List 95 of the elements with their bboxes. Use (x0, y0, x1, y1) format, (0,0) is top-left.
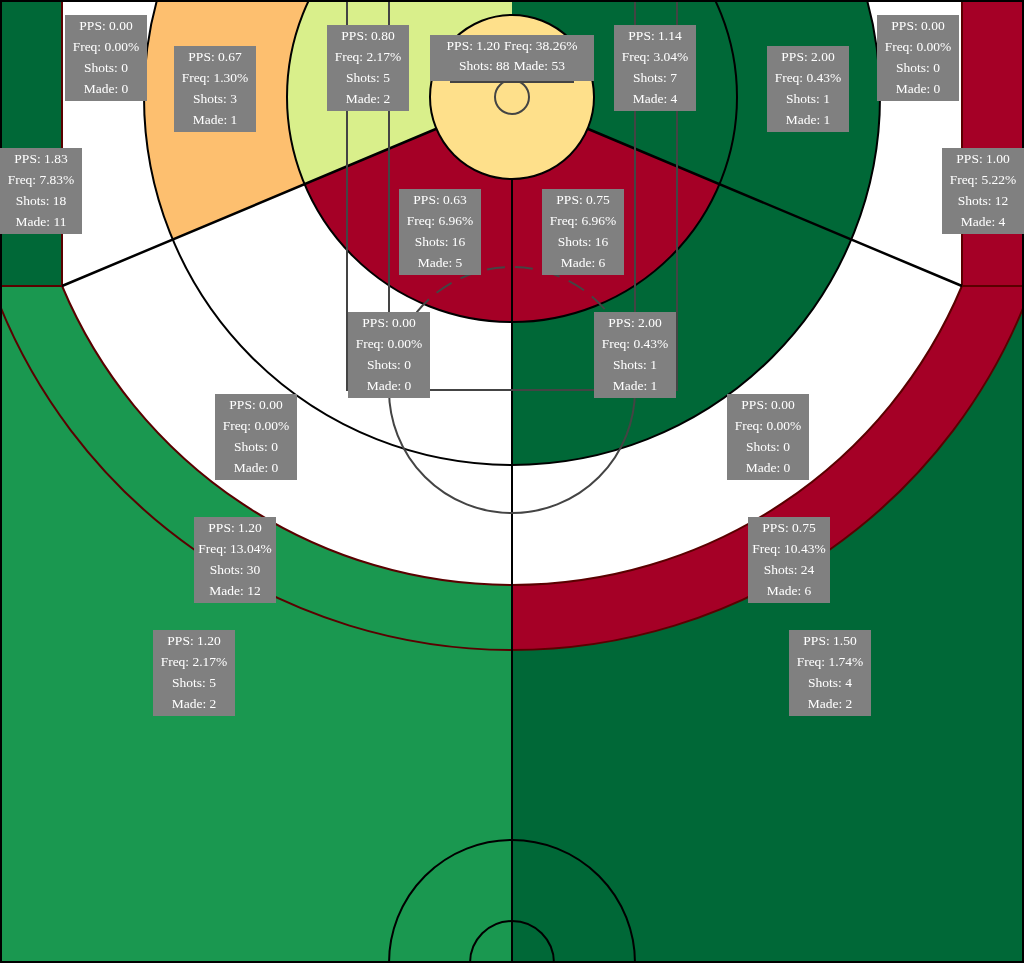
frequency-value: Freq: 0.43% (600, 336, 670, 351)
shots-count: Shots: 16 (413, 234, 467, 249)
pps-value: PPS: 0.00 (228, 397, 284, 412)
made-count: Made: 0 (894, 81, 942, 96)
made-count: Made: 6 (559, 255, 607, 270)
made-count: Made: 6 (765, 583, 813, 598)
shots-count: Shots: 0 (366, 357, 412, 372)
pps-value: PPS: 1.00 (955, 151, 1011, 166)
stat-label-box (0, 148, 82, 234)
frequency-value: Freq: 10.43% (751, 541, 827, 556)
frequency-value: Freq: 1.74% (795, 654, 865, 669)
made-count: Made: 11 (14, 214, 68, 229)
made-count: Made: 2 (170, 696, 218, 711)
made-count: Made: 12 (208, 583, 262, 598)
shots-count: Shots: 1 (785, 91, 831, 106)
made-count: Made: 1 (611, 378, 659, 393)
made-count: Made: 1 (191, 112, 239, 127)
frequency-value: Freq: 2.17% (159, 654, 229, 669)
shots-count: Shots: 24 (762, 562, 816, 577)
stat-label-box (327, 25, 409, 111)
stat-label-box (877, 15, 959, 101)
pps-value: PPS: 1.20 (446, 38, 500, 53)
frequency-value: Freq: 0.00% (733, 418, 803, 433)
shots-count: Shots: 18 (14, 193, 68, 208)
frequency-value: Freq: 38.26% (503, 38, 578, 53)
shots-count: Shots: 3 (192, 91, 238, 106)
made-count: Made: 2 (806, 696, 854, 711)
shots-count: Shots: 7 (632, 70, 678, 85)
stat-label-box (727, 394, 809, 480)
stat-label-box (748, 517, 830, 603)
pps-value: PPS: 0.80 (340, 28, 396, 43)
frequency-value: Freq: 6.96% (405, 213, 475, 228)
pps-value: PPS: 0.00 (78, 18, 134, 33)
pps-value: PPS: 1.20 (207, 520, 263, 535)
shots-count: Shots: 16 (556, 234, 610, 249)
frequency-value: Freq: 1.30% (180, 70, 250, 85)
shots-count: Shots: 12 (956, 193, 1010, 208)
frequency-value: Freq: 0.00% (883, 39, 953, 54)
frequency-value: Freq: 6.96% (548, 213, 618, 228)
pps-value: PPS: 0.00 (740, 397, 796, 412)
stat-label-box (194, 517, 276, 603)
pps-value: PPS: 0.75 (555, 192, 611, 207)
frequency-value: Freq: 0.00% (221, 418, 291, 433)
stat-label-box (789, 630, 871, 716)
pps-value: PPS: 0.00 (890, 18, 946, 33)
stat-label-box (430, 35, 594, 81)
made-count: Made: 0 (82, 81, 130, 96)
pps-value: PPS: 1.83 (13, 151, 69, 166)
made-count: Made: 0 (232, 460, 280, 475)
stat-label-box (348, 312, 430, 398)
shots-count: Shots: 0 (895, 60, 941, 75)
stat-label-box (399, 189, 481, 275)
made-count: Made: 0 (365, 378, 413, 393)
stat-label-box (942, 148, 1024, 234)
shots-count: Shots: 88 (459, 58, 510, 73)
frequency-value: Freq: 7.83% (6, 172, 76, 187)
shots-count: Shots: 5 (345, 70, 391, 85)
frequency-value: Freq: 0.43% (773, 70, 843, 85)
pps-value: PPS: 0.00 (361, 315, 417, 330)
pps-value: PPS: 1.20 (166, 633, 222, 648)
pps-value: PPS: 0.75 (761, 520, 817, 535)
stat-label-box (153, 630, 235, 716)
stat-label-box (594, 312, 676, 398)
made-count: Made: 4 (959, 214, 1007, 229)
made-count: Made: 5 (416, 255, 464, 270)
stat-label-box (542, 189, 624, 275)
stat-label-box (215, 394, 297, 480)
stat-label-box (614, 25, 696, 111)
made-count: Made: 0 (744, 460, 792, 475)
shots-count: Shots: 30 (208, 562, 262, 577)
shots-count: Shots: 0 (83, 60, 129, 75)
pps-value: PPS: 0.63 (412, 192, 468, 207)
frequency-value: Freq: 13.04% (197, 541, 273, 556)
pps-value: PPS: 0.67 (187, 49, 243, 64)
frequency-value: Freq: 3.04% (620, 49, 690, 64)
shots-count: Shots: 0 (233, 439, 279, 454)
shots-count: Shots: 5 (171, 675, 217, 690)
stat-label-box (174, 46, 256, 132)
shots-count: Shots: 4 (807, 675, 853, 690)
frequency-value: Freq: 0.00% (354, 336, 424, 351)
stat-label-box (65, 15, 147, 101)
shots-count: Shots: 0 (745, 439, 791, 454)
pps-value: PPS: 1.50 (802, 633, 858, 648)
pps-value: PPS: 1.14 (627, 28, 683, 43)
made-count: Made: 53 (513, 58, 565, 73)
pps-value: PPS: 2.00 (780, 49, 836, 64)
stat-label-box (767, 46, 849, 132)
pps-value: PPS: 2.00 (607, 315, 663, 330)
frequency-value: Freq: 5.22% (948, 172, 1018, 187)
made-count: Made: 2 (344, 91, 392, 106)
frequency-value: Freq: 0.00% (71, 39, 141, 54)
frequency-value: Freq: 2.17% (333, 49, 403, 64)
made-count: Made: 4 (631, 91, 679, 106)
shots-count: Shots: 1 (612, 357, 658, 372)
made-count: Made: 1 (784, 112, 832, 127)
